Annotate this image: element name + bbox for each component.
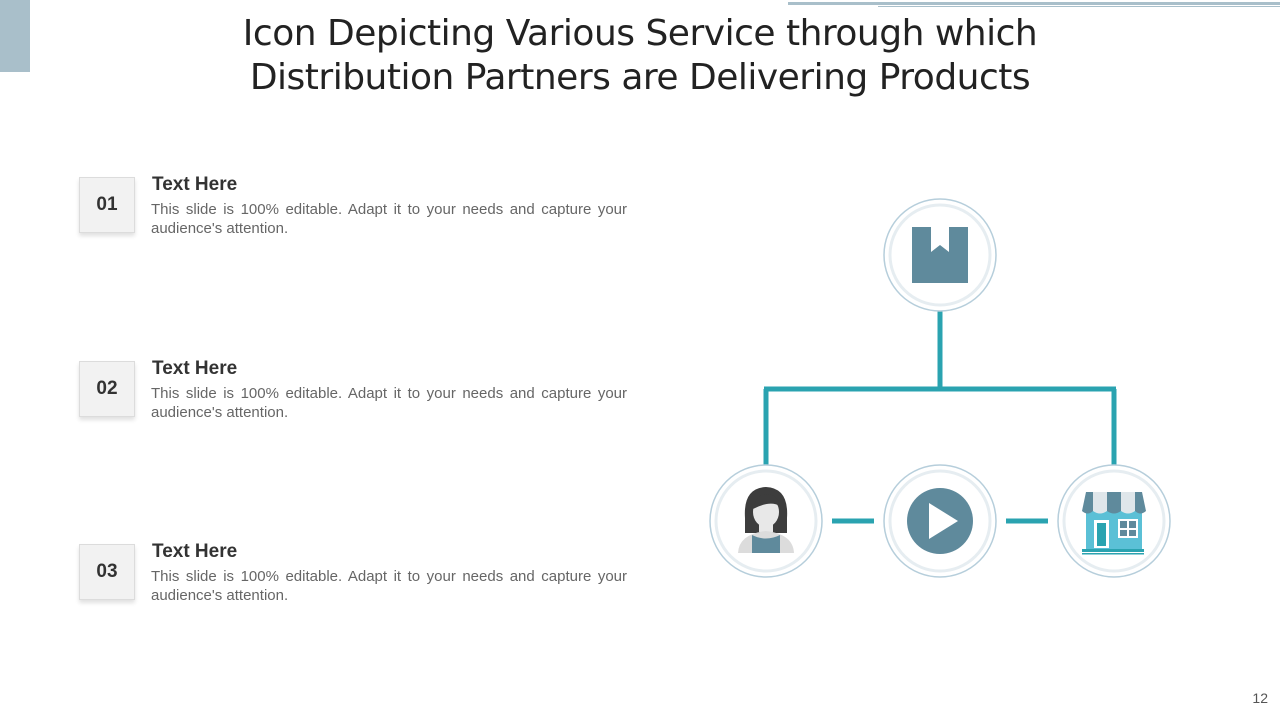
node-top [883,198,997,312]
item-number-badge: 02 [79,361,135,417]
storefront-icon [1082,492,1146,555]
list-item: 03 Text Here This slide is 100% editable… [79,541,639,604]
play-icon [907,488,973,554]
box-icon [912,227,968,283]
slide-title-line-1: Icon Depicting Various Service through w… [242,13,1038,54]
top-accent-line-thin [878,6,1280,7]
node-right [1057,464,1171,578]
list-item: 02 Text Here This slide is 100% editable… [79,358,639,421]
list-item: 01 Text Here This slide is 100% editable… [79,174,639,237]
item-body: This slide is 100% editable. Adapt it to… [151,385,627,421]
woman-avatar-icon [738,487,794,553]
slide-title: Icon Depicting Various Service through w… [140,12,1140,100]
item-heading: Text Here [152,174,238,195]
connector-lines [763,311,1117,524]
slide-title-line-2: Distribution Partners are Delivering Pro… [249,57,1031,98]
node-middle [883,464,997,578]
item-heading: Text Here [152,358,238,379]
node-left [709,464,823,578]
corner-accent-block [0,0,30,72]
item-heading: Text Here [152,541,238,562]
item-number-badge: 01 [79,177,135,233]
item-number-badge: 03 [79,544,135,600]
item-body: This slide is 100% editable. Adapt it to… [151,201,627,237]
page-number: 12 [1252,690,1268,706]
item-body: This slide is 100% editable. Adapt it to… [151,568,627,604]
top-accent-line [788,2,1280,5]
